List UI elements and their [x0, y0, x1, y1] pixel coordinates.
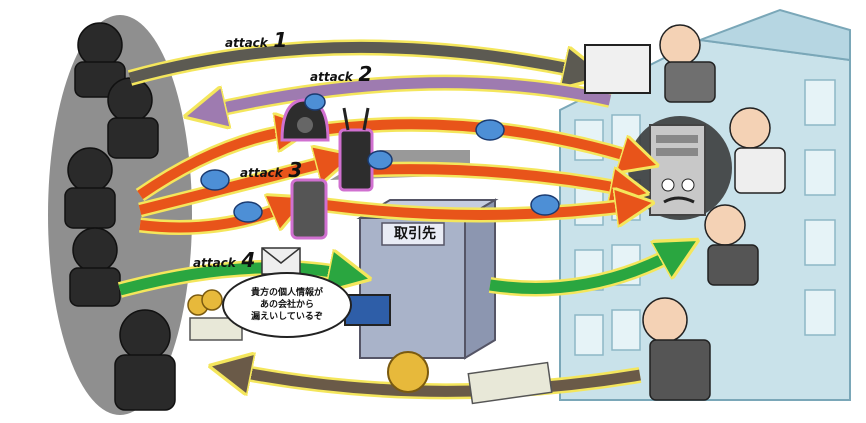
attack-2-label: attack 2: [310, 62, 372, 86]
attack-1-number: 1: [273, 28, 288, 52]
attack-4-word: attack: [193, 256, 236, 270]
hacker-figures: [64, 22, 176, 411]
attack-3-label: attack 3: [240, 158, 302, 182]
attack-1-word: attack: [225, 36, 268, 50]
compromised-smartphone: [290, 178, 328, 240]
bubble-line-2: あの会社から: [259, 300, 314, 310]
attack-4-label: attack 4: [193, 248, 255, 272]
bubble-line-3: 漏えいしているぞ: [251, 312, 323, 322]
partner-company-sign: 取引先: [394, 226, 436, 242]
email-envelope-icon: [261, 247, 301, 275]
attack-3-number: 3: [288, 158, 303, 182]
company-server: [628, 116, 732, 220]
bubble-line-1: 貴方の個人情報が: [250, 288, 323, 298]
attack-1-label: attack 1: [225, 28, 287, 52]
threat-speech-bubble: 貴方の個人情報が あの会社から 漏えいしているぞ: [222, 272, 352, 338]
company-employees: [642, 24, 786, 401]
laptops: [344, 44, 651, 326]
attack-2-word: attack: [310, 70, 353, 84]
attack-4-number: 4: [241, 248, 256, 272]
attack-3-word: attack: [240, 166, 283, 180]
attack-2-number: 2: [358, 62, 373, 86]
malware-bug-icons: [200, 93, 560, 223]
money-items: [187, 289, 553, 405]
